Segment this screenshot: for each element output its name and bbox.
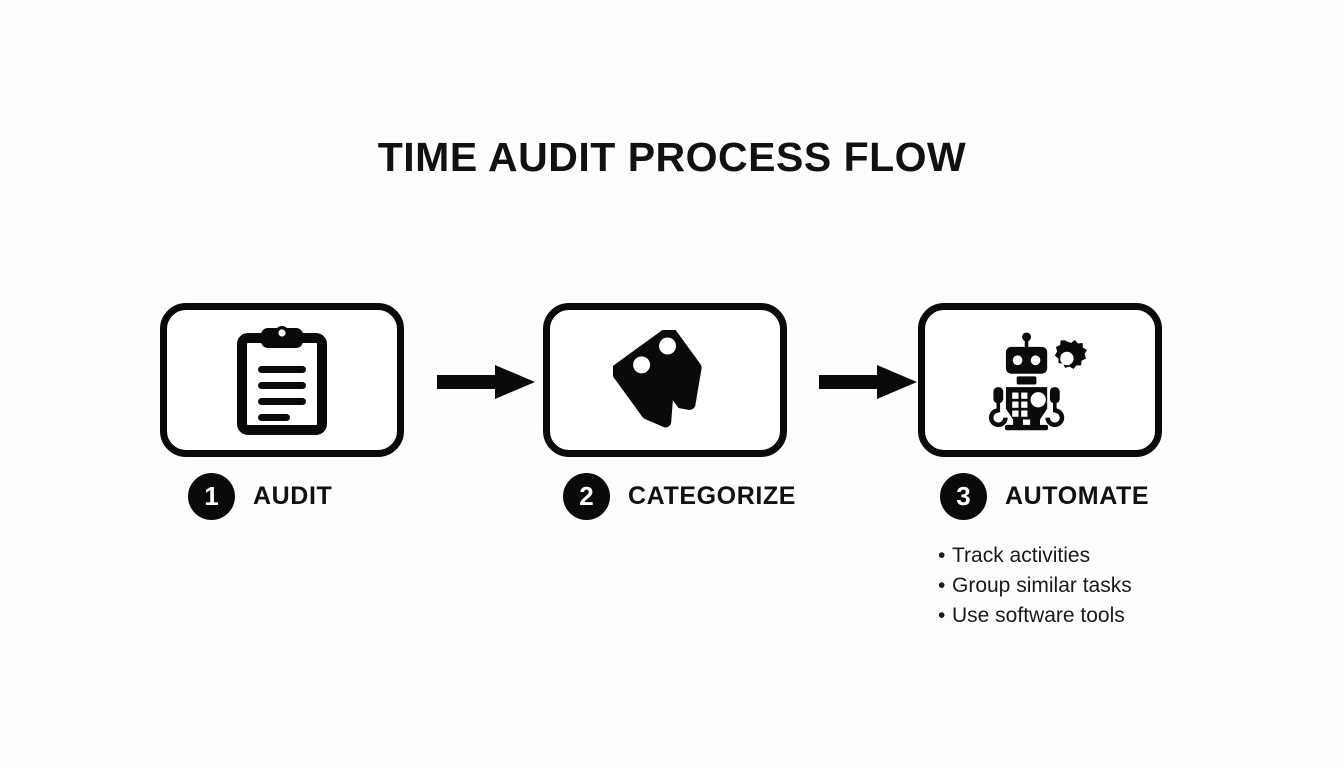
step-number-badge: 1 xyxy=(188,472,235,520)
step-label-2[interactable]: 2 CATEGORIZE xyxy=(563,470,796,522)
automate-details-list: • Track activities • Group similar tasks •… xyxy=(938,541,1268,631)
step-number-badge: 3 xyxy=(940,472,987,520)
list-item-label: Use software tools xyxy=(952,604,1125,627)
list-item-label: Group similar tasks xyxy=(952,574,1132,597)
step-box-automate[interactable] xyxy=(918,303,1162,457)
arrow-right-icon xyxy=(437,365,535,399)
step-name: AUTOMATE xyxy=(1005,481,1150,510)
page-title: TIME AUDIT PROCESS FLOW xyxy=(377,134,967,180)
robot-gear-icon xyxy=(988,325,1092,435)
list-item-label: Track activities xyxy=(952,544,1091,567)
list-item: • Track activities xyxy=(938,541,1268,571)
step-name: CATEGORIZE xyxy=(628,481,797,510)
bullet-point-icon: • xyxy=(938,604,946,627)
step-name: AUDIT xyxy=(253,481,333,510)
step-box-categorize[interactable] xyxy=(543,303,787,457)
process-flow-row xyxy=(160,303,1180,463)
clipboard-icon xyxy=(230,325,334,435)
list-item: • Group similar tasks xyxy=(938,571,1268,601)
list-item: • Use software tools xyxy=(938,601,1268,631)
bullet-point-icon: • xyxy=(938,574,946,597)
step-label-1[interactable]: 1 AUDIT xyxy=(188,470,332,522)
bullet-point-icon: • xyxy=(938,544,946,567)
arrow-right-icon xyxy=(819,365,917,399)
tags-icon xyxy=(613,325,717,435)
step-label-3[interactable]: 3 AUTOMATE xyxy=(940,470,1149,522)
step-labels-row: 1 AUDIT 2 CATEGORIZE 3 AUTOMATE xyxy=(160,470,1220,524)
step-box-audit[interactable] xyxy=(160,303,404,457)
step-number-badge: 2 xyxy=(563,472,610,520)
